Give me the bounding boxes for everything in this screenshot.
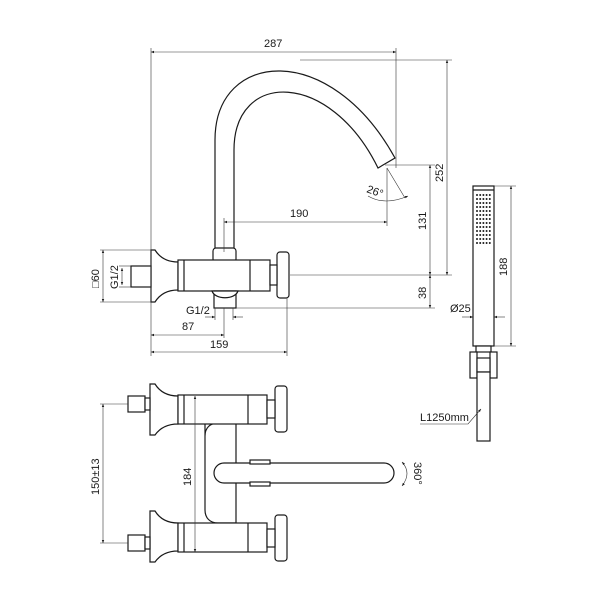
nozzle-dot xyxy=(476,202,478,204)
nozzle-dot xyxy=(482,222,485,224)
nozzle-dot xyxy=(476,206,478,208)
nozzle-dot xyxy=(488,202,491,204)
nozzle-dot xyxy=(479,198,482,200)
nozzle-dot xyxy=(485,226,488,228)
nozzle-dot xyxy=(482,238,485,240)
nozzle-dot xyxy=(482,218,485,220)
nozzle-dot xyxy=(482,202,485,204)
nozzle-dot xyxy=(488,226,491,228)
nozzle-dot xyxy=(479,222,482,224)
dim-spout-height: 131 xyxy=(417,212,429,230)
nozzle-dot xyxy=(485,194,488,196)
nozzle-dot xyxy=(488,194,491,196)
rotation-arrow-icon xyxy=(401,461,408,487)
nozzle-dot xyxy=(479,238,482,240)
nozzle-dot xyxy=(476,226,478,228)
nozzle-dot xyxy=(485,218,488,220)
dim-inlet-thread: G1/2 xyxy=(109,265,121,289)
nozzle-dot xyxy=(488,238,491,240)
dim-spout-reach: 190 xyxy=(290,208,308,220)
nozzle-dot xyxy=(482,214,485,216)
inlet-connector xyxy=(130,265,152,288)
nozzle-dot xyxy=(482,194,485,196)
dim-spout-angle: 26° xyxy=(365,184,385,201)
hose xyxy=(476,371,491,442)
nozzle-dot xyxy=(482,198,485,200)
lower-valve xyxy=(127,510,288,563)
nozzle-dot xyxy=(476,194,478,196)
dim-outlet-thread: G1/2 xyxy=(186,305,210,317)
nozzle-dot xyxy=(476,198,478,200)
nozzle-dot xyxy=(488,214,491,216)
nozzle-dot xyxy=(485,234,488,236)
plan-view: 150±13 184 360° xyxy=(90,383,423,563)
nozzle-dot xyxy=(485,222,488,224)
nozzle-dot xyxy=(479,242,482,244)
nozzle-dot xyxy=(482,242,485,244)
dim-flange-size: □60 xyxy=(90,269,102,288)
nozzle-dot xyxy=(479,210,482,212)
dim-handshower-diameter: Ø25 xyxy=(450,303,471,315)
nozzle-dot xyxy=(476,210,478,212)
nozzle-dot xyxy=(476,230,478,232)
nozzle-dot xyxy=(485,202,488,204)
dim-body-width: 184 xyxy=(182,468,194,486)
nozzle-dot xyxy=(479,226,482,228)
nozzle-dot xyxy=(476,234,478,236)
nozzle-dot xyxy=(485,214,488,216)
nozzle-dot xyxy=(476,218,478,220)
hand-shower: 188 Ø25 L1250mm xyxy=(420,185,516,442)
nozzle-dot xyxy=(479,202,482,204)
nozzle-dot xyxy=(479,234,482,236)
nozzle-dot xyxy=(488,242,491,244)
dim-hose-length: L1250mm xyxy=(420,412,469,424)
nozzle-dot xyxy=(488,222,491,224)
nozzle-dot xyxy=(485,206,488,208)
nozzle-dot xyxy=(479,218,482,220)
upper-valve xyxy=(127,383,288,436)
nozzle-dot xyxy=(479,206,482,208)
spray-nozzles xyxy=(476,194,491,244)
dim-overall-width: 287 xyxy=(264,38,282,50)
nozzle-dot xyxy=(485,230,488,232)
dim-spout-rotation: 360° xyxy=(411,462,423,485)
nozzle-dot xyxy=(488,234,491,236)
nozzle-dot xyxy=(488,206,491,208)
nozzle-dot xyxy=(476,238,478,240)
dim-overall-height: 252 xyxy=(434,164,446,182)
dim-handshower-length: 188 xyxy=(498,258,510,276)
mixer-body xyxy=(177,259,271,292)
nozzle-dot xyxy=(485,210,488,212)
nozzle-dot xyxy=(482,226,485,228)
nozzle-dot xyxy=(482,206,485,208)
nozzle-dot xyxy=(485,238,488,240)
nozzle-dot xyxy=(482,230,485,232)
nozzle-dot xyxy=(485,198,488,200)
dim-outlet-distance: 87 xyxy=(182,321,194,333)
handle xyxy=(276,251,290,299)
nozzle-dot xyxy=(476,242,478,244)
nozzle-dot xyxy=(476,214,478,216)
nozzle-dot xyxy=(485,242,488,244)
nozzle-dot xyxy=(488,210,491,212)
dim-outlet-offset: 38 xyxy=(417,287,429,299)
nozzle-dot xyxy=(488,230,491,232)
nozzle-dot xyxy=(482,210,485,212)
nozzle-dot xyxy=(488,218,491,220)
nozzle-dot xyxy=(488,198,491,200)
nozzle-dot xyxy=(482,234,485,236)
nozzle-dot xyxy=(479,230,482,232)
wall-flange xyxy=(150,249,179,303)
dim-body-depth: 159 xyxy=(210,339,228,351)
nozzle-dot xyxy=(479,194,482,196)
dim-inlet-centers: 150±13 xyxy=(90,458,102,495)
side-view: 287 252 131 38 190 26° □60 G1/2 G1/2 xyxy=(90,38,452,356)
spout-top-view xyxy=(213,462,395,484)
nozzle-dot xyxy=(476,222,478,224)
spout-outline xyxy=(214,70,396,253)
nozzle-dot xyxy=(479,214,482,216)
